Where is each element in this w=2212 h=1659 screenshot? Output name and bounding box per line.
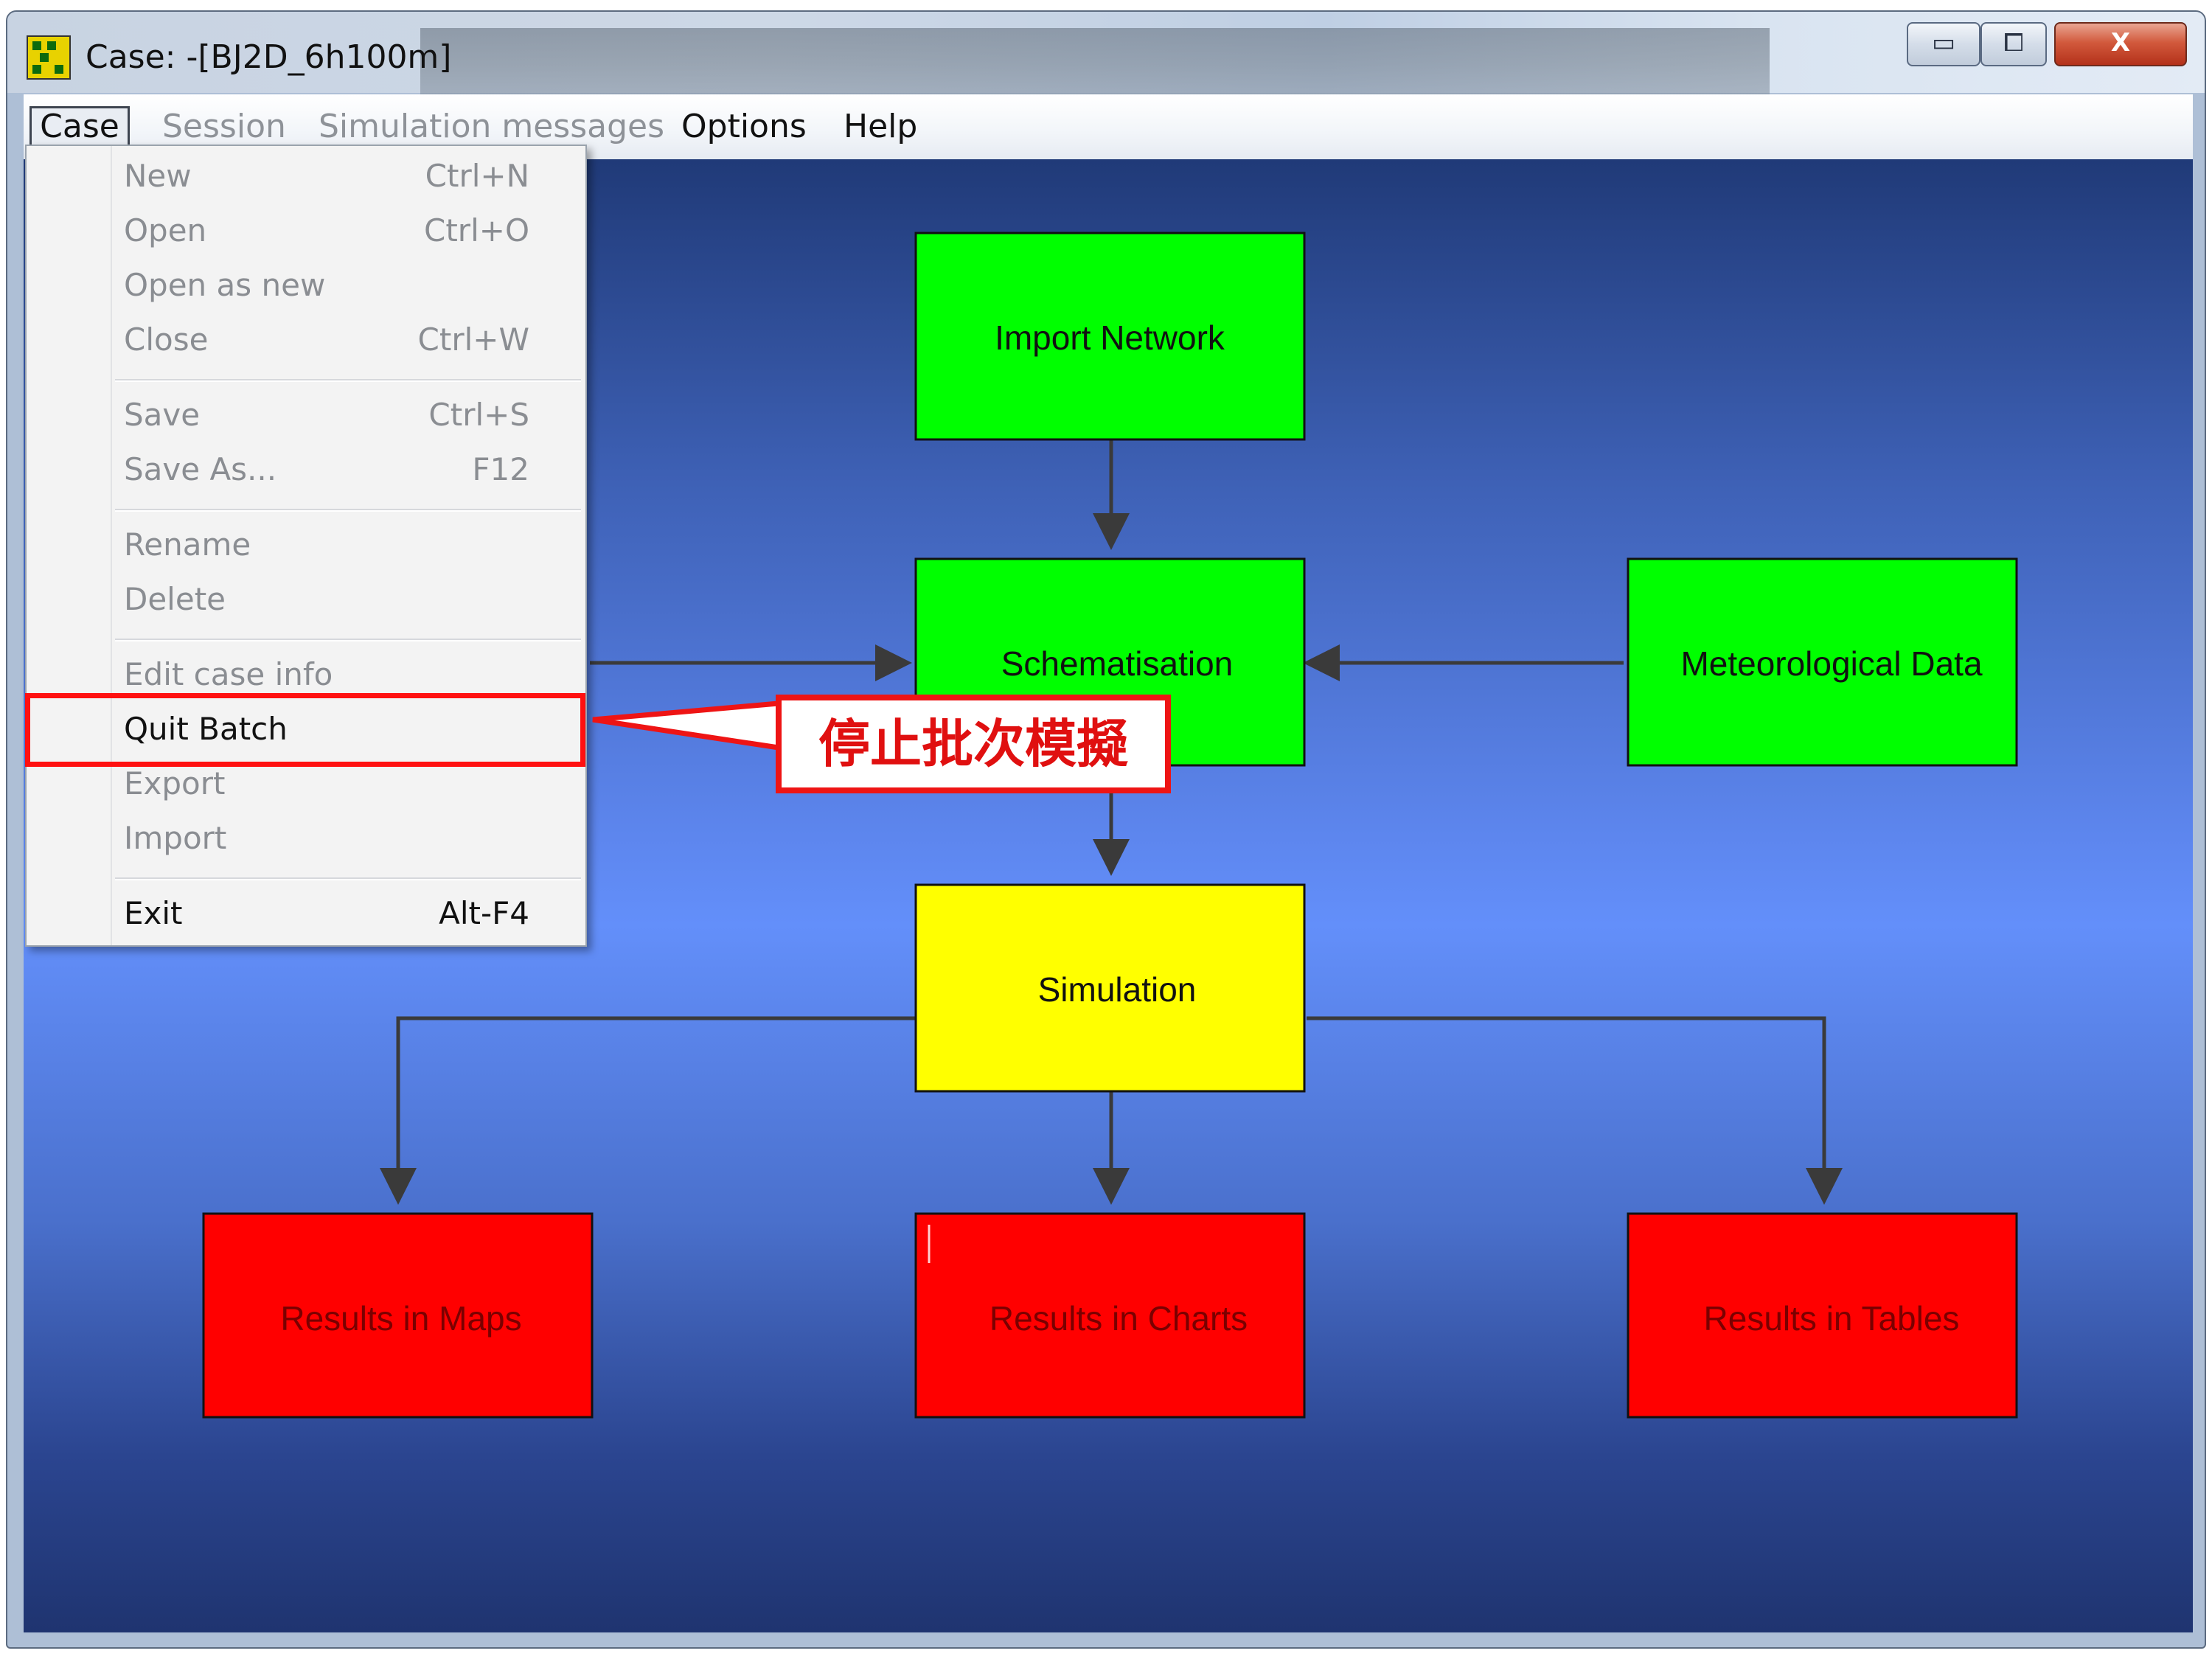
menu-item-label: Delete	[124, 581, 226, 617]
menu-item-shortcut: Ctrl+O	[424, 212, 529, 248]
menu-item-label: Export	[124, 765, 226, 801]
menu-item-close[interactable]: Close Ctrl+W	[27, 313, 585, 367]
arrow-simulation-to-maps	[380, 1016, 916, 1205]
menu-item-label: Save As...	[124, 451, 277, 487]
workflow-diagram: Import Network Schematisation Meteorolog…	[202, 232, 2018, 1419]
menu-item-label: Edit case info	[124, 656, 333, 692]
menu-icon-gutter	[27, 146, 112, 945]
menu-item-rename[interactable]: Rename	[27, 518, 585, 572]
menu-simulation-messages[interactable]: Simulation messages	[319, 108, 665, 145]
menu-item-open-as-new[interactable]: Open as new	[27, 258, 585, 313]
menu-separator	[115, 639, 581, 641]
menu-separator	[115, 509, 581, 512]
menu-item-label: Close	[124, 321, 209, 358]
node-meteorological-data[interactable]: Meteorological Data	[1627, 557, 2018, 767]
close-button[interactable]: X	[2054, 22, 2187, 66]
menu-item-shortcut: Ctrl+S	[428, 397, 529, 433]
node-simulation-label: Simulation	[1038, 970, 1197, 1009]
minimize-icon: ▭	[1931, 28, 1956, 58]
node-results-in-maps[interactable]: Results in Maps	[202, 1212, 594, 1419]
menu-item-label: Open	[124, 212, 207, 248]
menu-item-shortcut: Ctrl+W	[417, 321, 529, 358]
menu-item-exit[interactable]: Exit Alt-F4	[27, 886, 585, 941]
menu-item-new[interactable]: New Ctrl+N	[27, 149, 585, 204]
maximize-button[interactable]: ⧠	[1980, 22, 2047, 66]
menu-bar: Case Session Simulation messages Options…	[24, 94, 2193, 160]
callout-pointer	[592, 700, 782, 751]
maximize-icon: ⧠	[2003, 28, 2024, 58]
menu-item-label: Open as new	[124, 267, 326, 303]
node-import-network-label: Import Network	[995, 319, 1225, 357]
menu-item-open[interactable]: Open Ctrl+O	[27, 204, 585, 258]
minimize-button[interactable]: ▭	[1907, 22, 1980, 66]
node-schematisation-label: Schematisation	[1001, 644, 1234, 683]
menu-item-save[interactable]: Save Ctrl+S	[27, 388, 585, 442]
menu-session[interactable]: Session	[162, 108, 286, 145]
menu-separator	[115, 379, 581, 382]
node-import-network[interactable]: Import Network	[914, 232, 1306, 441]
menu-item-label: Import	[124, 820, 227, 856]
menu-item-label: Save	[124, 397, 201, 433]
menu-item-export[interactable]: Export	[27, 757, 585, 811]
node-results-in-charts[interactable]: Results in Charts	[914, 1212, 1306, 1419]
menu-item-shortcut: Ctrl+N	[425, 158, 529, 194]
title-bar-shading	[420, 28, 1770, 99]
node-simulation[interactable]: Simulation	[914, 883, 1306, 1093]
menu-item-label: Rename	[124, 526, 251, 563]
arrow-simulation-to-tables	[1307, 1016, 1843, 1205]
node-results-in-tables-label: Results in Tables	[1704, 1299, 1960, 1338]
menu-separator	[115, 877, 581, 880]
case-menu-dropdown: New Ctrl+N Open Ctrl+O Open as new Close…	[25, 145, 587, 947]
title-bar[interactable]: Case: -[BJ2D_6h100m] ▭ ⧠ X	[7, 12, 2205, 99]
callout-label: 停止批次模擬	[776, 695, 1171, 793]
menu-item-shortcut: F12	[472, 451, 529, 487]
menu-help[interactable]: Help	[844, 108, 918, 145]
menu-item-quit-batch[interactable]: Quit Batch	[27, 702, 585, 757]
window-title: Case: -[BJ2D_6h100m]	[86, 38, 452, 76]
menu-case[interactable]: Case	[29, 106, 130, 147]
menu-item-shortcut: Alt-F4	[439, 895, 529, 931]
node-results-in-charts-label: Results in Charts	[990, 1299, 1248, 1338]
menu-options[interactable]: Options	[681, 108, 807, 145]
menu-item-label: Quit Batch	[124, 711, 288, 747]
node-results-in-tables[interactable]: Results in Tables	[1627, 1212, 2018, 1419]
menu-item-import[interactable]: Import	[27, 811, 585, 866]
app-icon[interactable]	[27, 35, 71, 80]
menu-item-label: Exit	[124, 895, 183, 931]
menu-item-save-as[interactable]: Save As... F12	[27, 442, 585, 497]
node-results-in-maps-label: Results in Maps	[280, 1299, 521, 1338]
node-meteorological-data-label: Meteorological Data	[1680, 644, 1983, 683]
menu-item-delete[interactable]: Delete	[27, 572, 585, 627]
close-icon: X	[2110, 28, 2131, 58]
menu-item-edit-case-info[interactable]: Edit case info	[27, 647, 585, 702]
menu-item-label: New	[124, 158, 192, 194]
